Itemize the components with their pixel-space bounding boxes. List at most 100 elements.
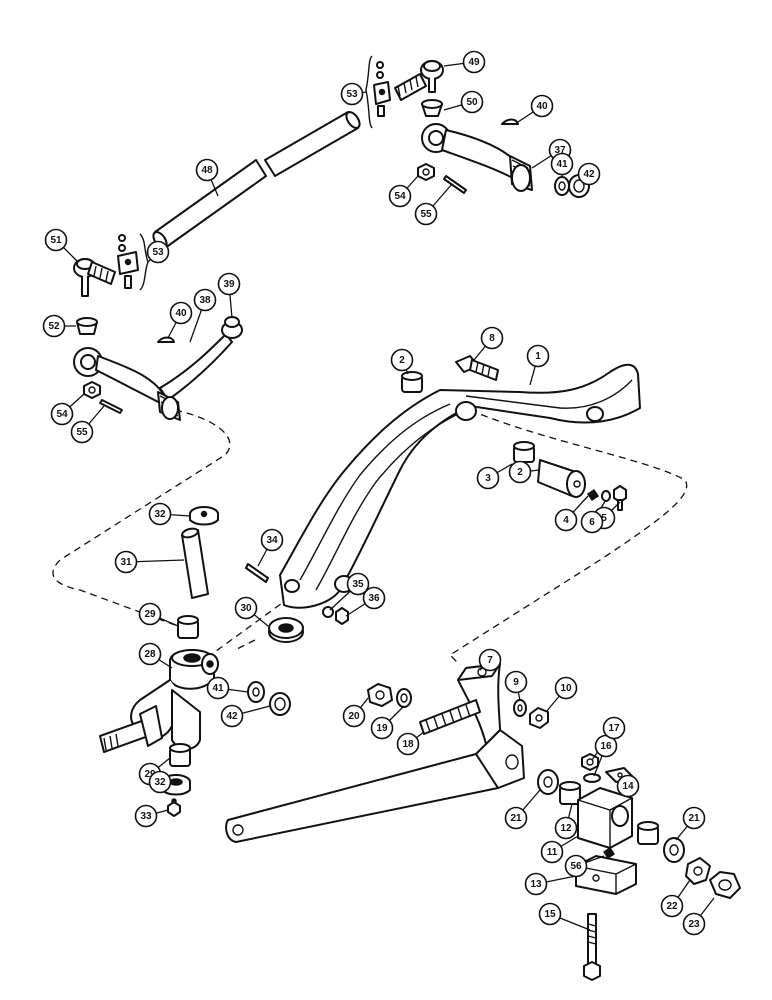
callout-circle (480, 326, 504, 350)
callout-circle (217, 272, 241, 296)
pivot-pin-3 (537, 459, 586, 498)
callout-label: 6 (589, 517, 595, 528)
callout-52: 52 (42, 314, 66, 338)
callout-label: 54 (56, 409, 68, 420)
support-11 (577, 787, 633, 849)
callout-circle (114, 550, 138, 574)
radius-rod-7 (225, 663, 525, 843)
callout-6: 6 (580, 510, 604, 534)
callout-56: 56 (564, 854, 588, 878)
washer-9 (513, 699, 527, 717)
callout-circle (460, 90, 484, 114)
callout-circle (396, 732, 420, 756)
callout-label: 41 (556, 159, 568, 170)
callout-7: 7 (478, 648, 502, 672)
callout-54: 54 (50, 402, 74, 426)
callout-label: 56 (570, 861, 582, 872)
callout-label: 7 (487, 655, 493, 666)
callout-circle (206, 676, 230, 700)
callout-circle (504, 806, 528, 830)
callout-41: 41 (550, 152, 574, 176)
callout-label: 38 (199, 295, 211, 306)
callout-31: 31 (114, 550, 138, 574)
callout-11: 11 (540, 840, 564, 864)
callout-label: 54 (394, 191, 406, 202)
tie-rod-assembly (73, 55, 444, 335)
callout-circle (478, 648, 502, 672)
callout-label: 17 (608, 723, 620, 734)
nut-36 (335, 607, 349, 625)
callout-circle (148, 770, 172, 794)
callout-label: 2 (399, 355, 405, 366)
callout-19: 19 (370, 716, 394, 740)
cotter-pin-55-top (443, 175, 467, 194)
callout-label: 35 (352, 579, 364, 590)
thrust-bearing-30 (268, 617, 304, 643)
callout-label: 52 (48, 321, 60, 332)
callout-circle (388, 184, 412, 208)
callout-2: 2 (508, 460, 532, 484)
callout-circle (220, 704, 244, 728)
callout-circle (195, 158, 219, 182)
callout-label: 37 (554, 145, 566, 156)
callout-circle (148, 502, 172, 526)
callout-1: 1 (526, 344, 550, 368)
callout-circle (50, 402, 74, 426)
callout-circle (550, 152, 574, 176)
washer-19 (396, 688, 412, 708)
callout-30: 30 (234, 596, 258, 620)
callout-55: 55 (70, 420, 94, 444)
callout-label: 34 (266, 535, 278, 546)
nut-42-lower (269, 692, 291, 716)
callout-circle (682, 806, 706, 830)
callout-34: 34 (260, 528, 284, 552)
callout-23: 23 (682, 912, 706, 936)
steering-arm-left (73, 316, 243, 421)
callout-50: 50 (460, 90, 484, 114)
callout-circle (660, 894, 684, 918)
callout-label: 10 (560, 683, 572, 694)
callout-circle (526, 344, 550, 368)
callout-circle (554, 676, 578, 700)
callout-2: 2 (390, 348, 414, 372)
washer-41-top (554, 176, 570, 196)
callout-8: 8 (480, 326, 504, 350)
callout-label: 4 (563, 515, 569, 526)
callout-circle (342, 704, 366, 728)
callout-55: 55 (414, 202, 438, 226)
callout-circle (362, 586, 386, 610)
callout-label: 19 (376, 723, 388, 734)
callout-53: 53 (340, 82, 364, 106)
callout-label: 55 (76, 427, 88, 438)
cap-13 (575, 855, 637, 895)
callout-circle (504, 670, 528, 694)
callout-circle (42, 314, 66, 338)
fitting-56 (602, 846, 616, 860)
callout-label: 40 (536, 101, 548, 112)
nut-54-top (417, 163, 435, 181)
callout-circle (193, 288, 217, 312)
callout-42: 42 (220, 704, 244, 728)
callout-circle (564, 854, 588, 878)
callout-label: 14 (622, 781, 634, 792)
callout-label: 20 (348, 711, 360, 722)
callout-21: 21 (682, 806, 706, 830)
callout-22: 22 (660, 894, 684, 918)
callout-circle (169, 301, 193, 325)
callout-33: 33 (134, 804, 158, 828)
callout-circle (682, 912, 706, 936)
callout-29: 29 (138, 602, 162, 626)
fitting-4 (586, 488, 600, 502)
washer-41-lower (247, 681, 265, 703)
callout-label: 5 (601, 513, 607, 524)
bushing-12-left (559, 781, 581, 805)
callout-label: 48 (201, 165, 213, 176)
callout-54: 54 (388, 184, 412, 208)
callout-circle (554, 816, 578, 840)
callout-label: 53 (152, 247, 164, 258)
nut-10 (529, 707, 549, 729)
fitting-33 (167, 798, 181, 817)
callout-28: 28 (138, 642, 162, 666)
callout-label: 12 (560, 823, 572, 834)
